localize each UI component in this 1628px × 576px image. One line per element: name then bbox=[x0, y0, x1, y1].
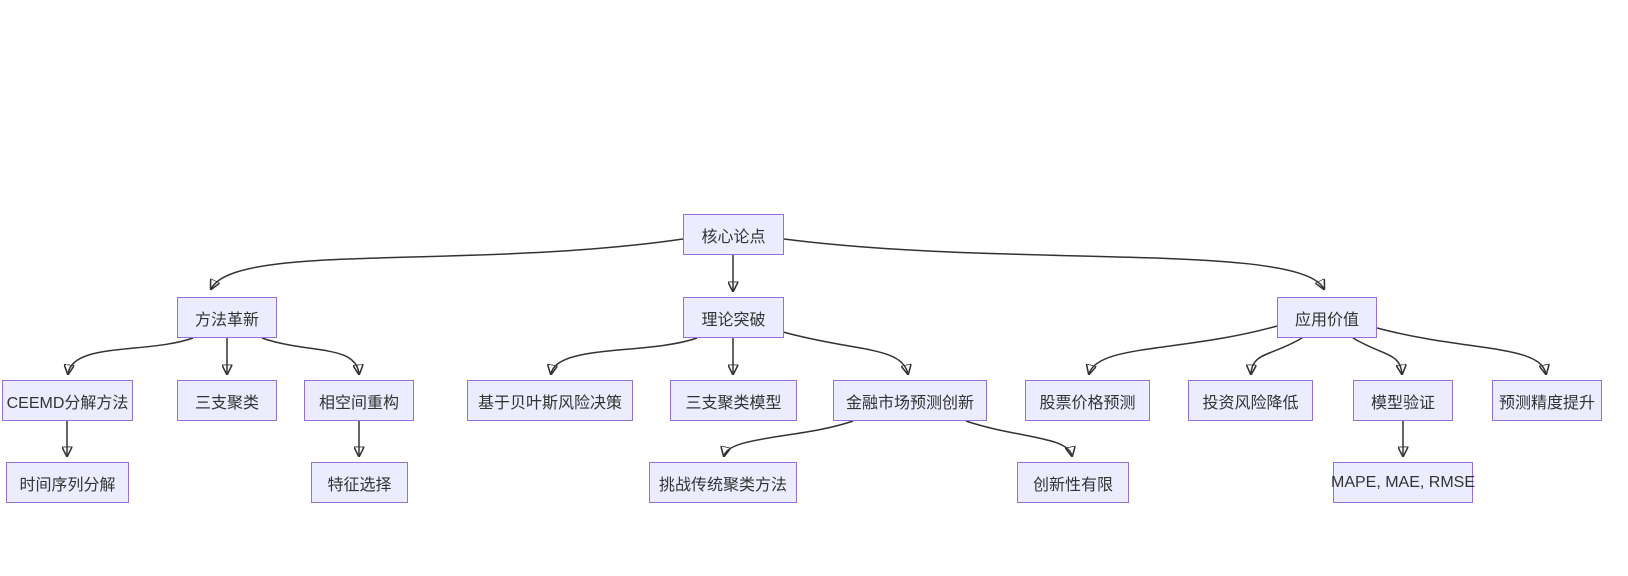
edge-method-to-phase-space bbox=[261, 337, 359, 374]
edge-financial-to-challenge bbox=[724, 420, 854, 456]
edge-theory-to-financial-innovation bbox=[782, 331, 908, 374]
node-feature-selection: 特征选择 bbox=[311, 462, 408, 503]
node-theoretical-breakthrough: 理论突破 bbox=[683, 297, 784, 338]
node-three-way-clustering: 三支聚类 bbox=[177, 380, 277, 421]
node-application-value: 应用价值 bbox=[1277, 297, 1377, 338]
node-limited-novelty: 创新性有限 bbox=[1017, 462, 1129, 503]
edge-financial-to-limited-novelty bbox=[965, 420, 1072, 456]
node-financial-forecast-innovation: 金融市场预测创新 bbox=[833, 380, 987, 421]
edge-application-to-risk bbox=[1251, 337, 1303, 374]
node-core-thesis: 核心论点 bbox=[683, 214, 784, 255]
edge-core-to-method bbox=[211, 238, 684, 289]
node-ceemd-decomposition: CEEMD分解方法 bbox=[2, 380, 133, 421]
node-prediction-accuracy-improvement: 预测精度提升 bbox=[1492, 380, 1602, 421]
node-challenge-traditional-clustering: 挑战传统聚类方法 bbox=[649, 462, 797, 503]
node-model-validation: 模型验证 bbox=[1353, 380, 1453, 421]
edge-method-to-ceemd bbox=[68, 337, 194, 374]
edge-application-to-validation bbox=[1352, 337, 1402, 374]
edge-application-to-accuracy bbox=[1376, 327, 1546, 374]
node-method-innovation: 方法革新 bbox=[177, 297, 277, 338]
edge-theory-to-bayesian bbox=[551, 337, 698, 374]
node-bayesian-risk-decision: 基于贝叶斯风险决策 bbox=[467, 380, 633, 421]
node-evaluation-metrics: MAPE, MAE, RMSE bbox=[1331, 462, 1475, 503]
node-three-way-clustering-model: 三支聚类模型 bbox=[670, 380, 797, 421]
edge-core-to-application bbox=[783, 238, 1324, 289]
node-stock-price-prediction: 股票价格预测 bbox=[1025, 380, 1150, 421]
edge-application-to-stock bbox=[1089, 325, 1278, 374]
node-phase-space-reconstruction: 相空间重构 bbox=[304, 380, 414, 421]
node-time-series-decomposition: 时间序列分解 bbox=[6, 462, 129, 503]
node-investment-risk-reduction: 投资风险降低 bbox=[1188, 380, 1313, 421]
